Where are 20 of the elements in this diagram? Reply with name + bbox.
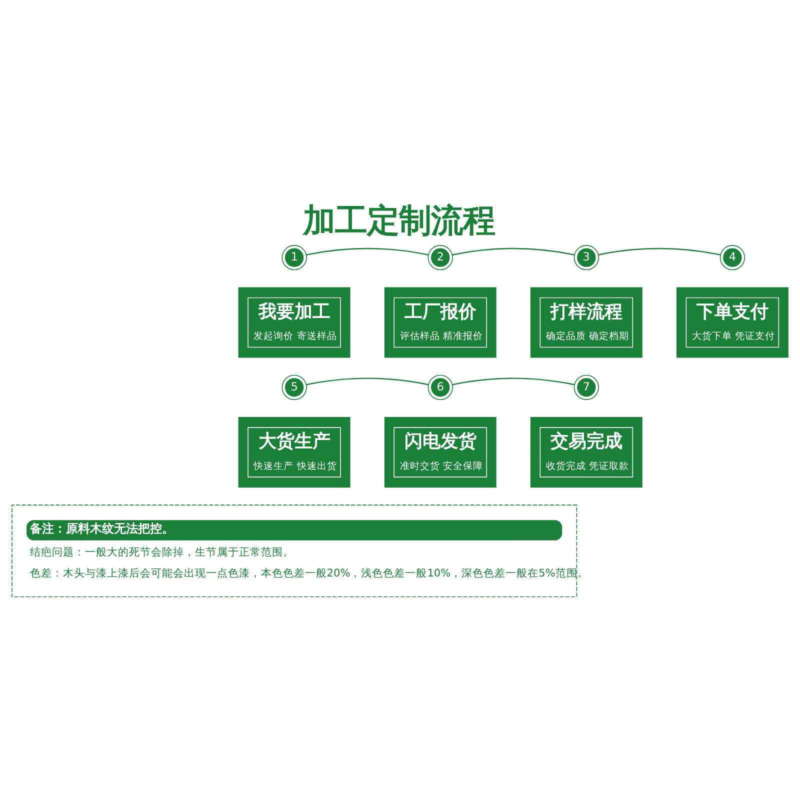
node-box: 大货生产 快速生产 快速出货 [238, 417, 350, 488]
node-circle: 2 [428, 245, 453, 270]
diagram-title: 加工定制流程 [303, 202, 496, 240]
connector [452, 248, 574, 256]
node-circle: 6 [428, 374, 453, 400]
connector [306, 248, 428, 256]
node-circle: 7 [574, 374, 599, 400]
node-box: 下单支付 大货下单 凭证支付 [676, 287, 788, 358]
node-box: 交易完成 收货完成 凭证取款 [530, 417, 642, 488]
node-box: 打样流程 确定品质 确定档期 [530, 287, 642, 358]
node-box: 我要加工 发起询价 寄送样品 [238, 287, 350, 358]
node-circle: 3 [574, 245, 599, 270]
connector [306, 378, 428, 386]
node-circle: 1 [282, 245, 307, 270]
node-circle: 4 [720, 245, 746, 270]
node-box: 闪电发货 准时交货 安全保障 [384, 417, 496, 488]
node-circle: 5 [282, 374, 307, 400]
node-box: 工厂报价 评估样品 精准报价 [384, 287, 496, 358]
connector [598, 248, 721, 256]
connector [452, 378, 574, 386]
